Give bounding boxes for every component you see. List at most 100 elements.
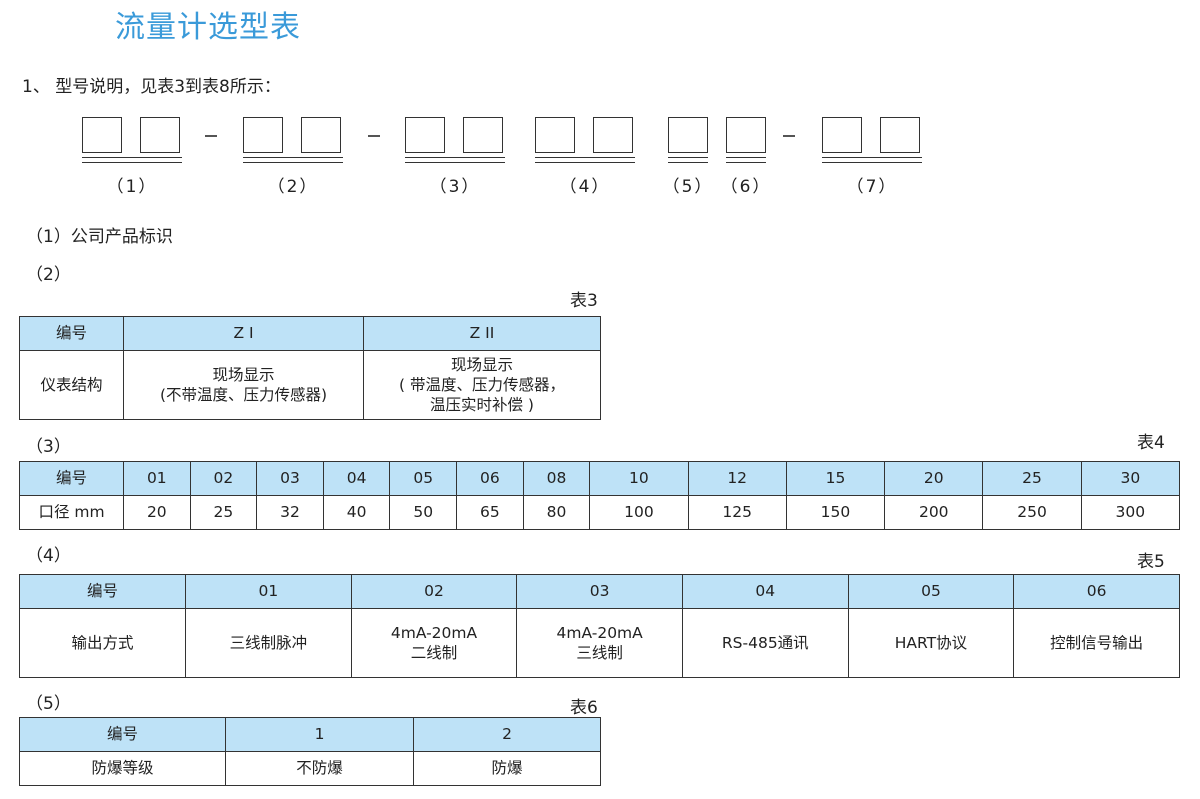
table4-code-cell: 30: [1080, 461, 1181, 496]
table5-value-cell: 4mA-20mA 二线制: [350, 608, 518, 678]
code-box: [82, 117, 122, 153]
group-underline: [243, 162, 343, 163]
cell-line: RS-485通讯: [721, 633, 809, 652]
cell-line: ( 带温度、压力传感器，: [399, 375, 565, 394]
section-1-label: （1）公司产品标识: [26, 227, 173, 247]
group-label: （2）: [267, 177, 319, 197]
separator-dash: [205, 135, 217, 137]
table5: 编号 01 02 03 04 05 06 输出方式 三线制脉冲 4mA-20mA…: [19, 574, 1180, 678]
code-box: [880, 117, 920, 153]
group-label: （1）: [106, 177, 158, 197]
code-box: [463, 117, 503, 153]
cell-line: 控制信号输出: [1050, 633, 1144, 652]
table4-row-label: 口径 mm: [19, 495, 124, 530]
table5-row-label: 输出方式: [19, 608, 186, 678]
table6-header-label: 编号: [19, 717, 226, 752]
group-label: （4）: [559, 177, 611, 197]
table4-code-cell: 10: [589, 461, 689, 496]
table4-header-label: 编号: [19, 461, 124, 496]
table4-value-cell: 200: [884, 495, 984, 530]
cell-line: 三线制脉冲: [229, 633, 308, 652]
cell-line: 4mA-20mA: [390, 623, 478, 642]
section-4-label: （4）: [26, 546, 71, 566]
group-underline: [668, 162, 708, 163]
cell-line: 三线制: [576, 644, 623, 662]
group-underline: [726, 157, 766, 158]
cell-line: (不带温度、压力传感器): [159, 386, 328, 404]
table5-header-label: 编号: [19, 574, 186, 609]
code-box: [668, 117, 708, 153]
table6-label: 表6: [570, 698, 598, 718]
table3-cell: 现场显示 ( 带温度、压力传感器， 温压实时补偿 ): [363, 350, 601, 420]
table4-code-cell: 08: [522, 461, 591, 496]
table4-value-cell: 25: [189, 495, 258, 530]
group-label: （3）: [429, 177, 481, 197]
table6: 编号 1 2 防爆等级 不防爆 防爆: [19, 717, 601, 786]
section-5-label: （5）: [26, 694, 71, 714]
separator-dash: [783, 135, 795, 137]
group-label: （5）: [662, 177, 714, 197]
table4-value-cell: 250: [982, 495, 1082, 530]
table3-header-cell: Z II: [363, 316, 601, 351]
table3-header-cell: Z I: [123, 316, 364, 351]
table5-code-cell: 03: [516, 574, 683, 609]
table6-value-cell: 防爆: [413, 751, 601, 786]
code-box: [140, 117, 180, 153]
code-box: [535, 117, 575, 153]
table5-code-cell: 06: [1013, 574, 1180, 609]
group-underline: [405, 157, 505, 158]
cell-line: 现场显示: [450, 355, 513, 374]
table4-code-cell: 12: [687, 461, 787, 496]
table4-value-cell: 300: [1080, 495, 1181, 530]
table4-value-cell: 65: [456, 495, 524, 530]
table4-value-cell: 125: [687, 495, 787, 530]
table5-value-cell: HART协议: [847, 608, 1015, 678]
code-box: [726, 117, 766, 153]
table4: 编号 01 02 03 04 05 06 08 10 12 15 20 25 3…: [19, 461, 1181, 530]
table4-value-cell: 20: [123, 495, 191, 530]
table4-value-cell: 150: [785, 495, 886, 530]
code-box: [593, 117, 633, 153]
cell-line: 现场显示: [212, 365, 275, 384]
code-box: [405, 117, 445, 153]
table5-value-cell: RS-485通讯: [681, 608, 849, 678]
table6-value-cell: 不防爆: [225, 751, 414, 786]
table3-row-head: 仪表结构: [19, 350, 124, 420]
table4-value-cell: 100: [589, 495, 689, 530]
group-underline: [405, 162, 505, 163]
group-underline: [822, 162, 922, 163]
intro-text: 1、 型号说明，见表3到表8所示：: [22, 77, 281, 97]
table6-code-cell: 1: [225, 717, 414, 752]
group-underline: [535, 162, 635, 163]
table4-value-cell: 50: [389, 495, 458, 530]
cell-line: 二线制: [410, 644, 458, 662]
table5-value-cell: 4mA-20mA 三线制: [516, 608, 683, 678]
page-title: 流量计选型表: [115, 10, 301, 45]
table3-header-cell: 编号: [19, 316, 124, 351]
table3-cell: 现场显示 (不带温度、压力传感器): [123, 350, 364, 420]
table4-code-cell: 05: [389, 461, 458, 496]
table4-code-cell: 01: [123, 461, 191, 496]
table6-code-cell: 2: [413, 717, 601, 752]
cell-line: 温压实时补偿 ): [430, 396, 534, 415]
table3: 编号 Z I Z II 仪表结构 现场显示 (不带温度、压力传感器) 现场显示 …: [19, 316, 601, 420]
group-label: （6）: [720, 177, 772, 197]
table5-code-cell: 01: [185, 574, 352, 609]
table5-code-cell: 04: [681, 574, 849, 609]
group-underline: [726, 162, 766, 163]
table4-code-cell: 15: [785, 461, 886, 496]
table4-label: 表4: [1137, 433, 1165, 453]
table5-value-cell: 控制信号输出: [1013, 608, 1180, 678]
separator-dash: [368, 135, 380, 137]
table3-label: 表3: [570, 291, 598, 311]
table4-code-cell: 25: [982, 461, 1082, 496]
table5-value-cell: 三线制脉冲: [185, 608, 352, 678]
table4-value-cell: 32: [256, 495, 324, 530]
code-box: [301, 117, 341, 153]
group-underline: [535, 157, 635, 158]
table4-code-cell: 04: [322, 461, 391, 496]
group-underline: [822, 157, 922, 158]
table4-code-cell: 20: [884, 461, 984, 496]
cell-line: 4mA-20mA: [556, 623, 643, 642]
code-box: [822, 117, 862, 153]
